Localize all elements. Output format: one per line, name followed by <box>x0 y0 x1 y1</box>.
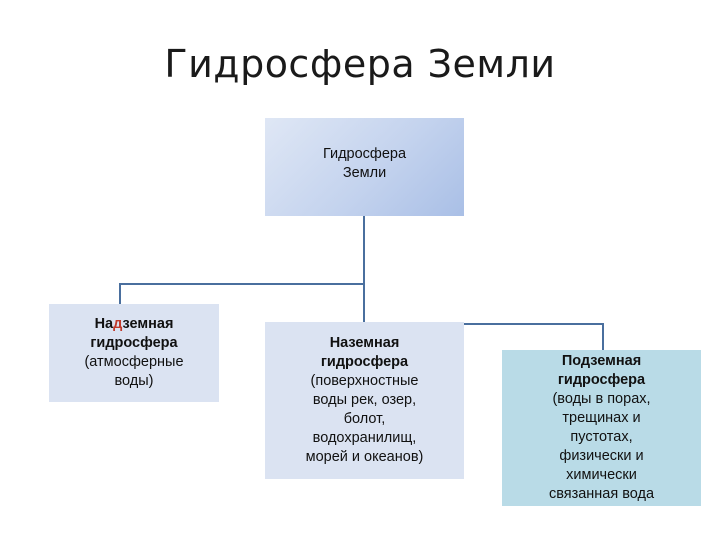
connector-right <box>363 284 604 350</box>
node-root-line1: Гидросфера <box>322 145 407 162</box>
slide-title: Гидросфера Земли <box>164 42 556 86</box>
node-title: Наземная <box>329 334 400 351</box>
node-root: Гидросфера Земли <box>265 118 464 216</box>
node-above-ground-hydrosphere: Надземная гидросфера (атмосферные воды) <box>49 304 219 402</box>
node-description: (воды в порах, трещинах и пустотах, физи… <box>548 390 655 503</box>
node-title-line2: гидросфера <box>90 334 178 351</box>
node-underground-hydrosphere: Подземная гидросфера (воды в порах, трещ… <box>502 350 701 506</box>
node-title-line2: гидросфера <box>557 371 646 388</box>
title-highlight: д <box>113 315 123 332</box>
node-title: Подземная <box>561 352 642 369</box>
node-surface-hydrosphere: Наземная гидросфера (поверхностные воды … <box>265 322 464 479</box>
node-title: Надземная <box>70 315 198 334</box>
title-suffix: земная <box>122 315 174 332</box>
node-description: (поверхностные воды рек, озер, болот, во… <box>305 372 424 466</box>
node-title-line2: гидросфера <box>320 353 409 370</box>
node-root-line2: Земли <box>342 165 387 181</box>
title-prefix: На <box>94 315 114 332</box>
node-description: (атмосферные воды) <box>84 354 184 390</box>
connector-left <box>119 283 364 304</box>
